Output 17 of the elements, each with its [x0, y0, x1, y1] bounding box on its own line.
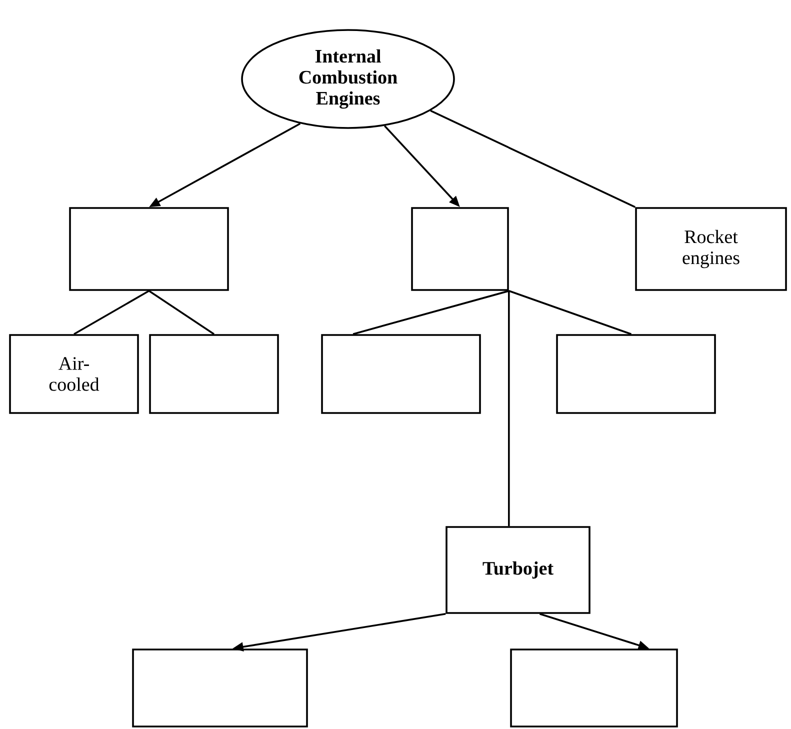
- empty-box: [510, 648, 678, 728]
- ellipse-node: Internal Combustion Engines: [241, 29, 455, 129]
- empty-box: [556, 334, 716, 414]
- connector-line: [508, 290, 510, 526]
- empty-box: [132, 648, 308, 728]
- connector-line: [148, 290, 214, 335]
- connector-line: [430, 110, 636, 208]
- connector-line: [74, 290, 150, 335]
- empty-box: [149, 334, 279, 414]
- process-box: Rocket engines: [635, 207, 787, 291]
- empty-box: [411, 207, 509, 291]
- empty-box: [321, 334, 481, 414]
- process-box: Air-cooled: [9, 334, 139, 414]
- connector-line: [352, 290, 510, 335]
- connector-line: [508, 290, 632, 335]
- process-box: Turbojet: [446, 526, 590, 614]
- empty-box: [69, 207, 229, 291]
